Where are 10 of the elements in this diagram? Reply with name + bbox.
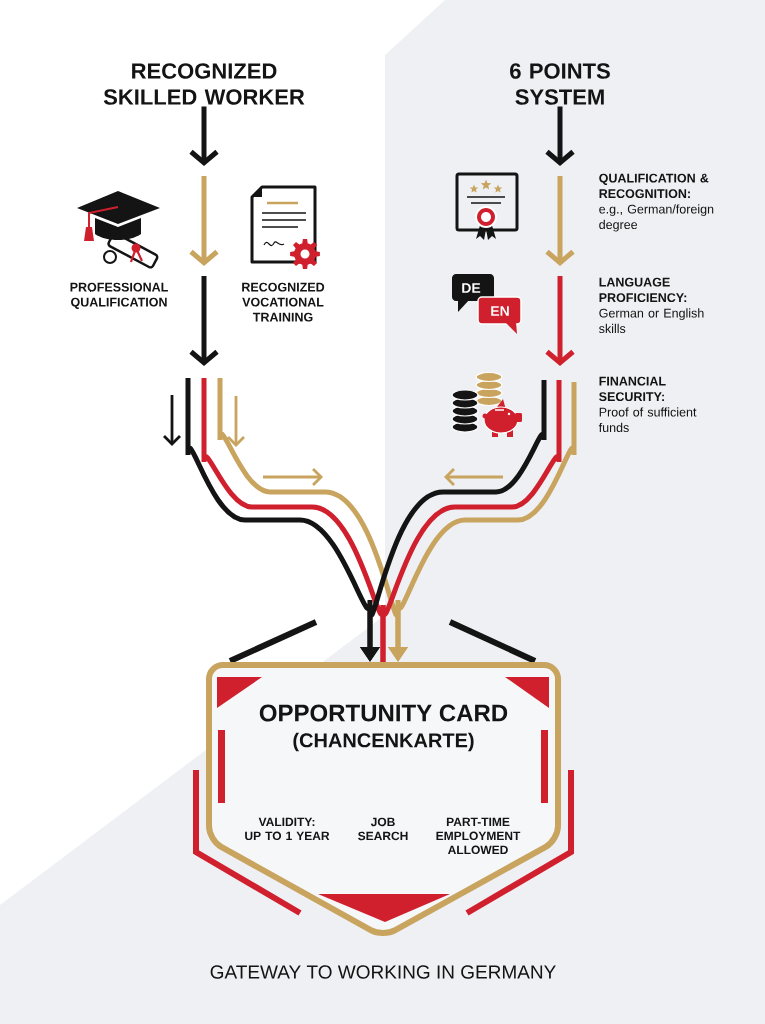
heading: RECOGNIZED SKILLED WORKER xyxy=(103,63,305,105)
detail-text: LANGUAGE PROFICIENCY: German or English skills xyxy=(599,277,704,334)
arrow xyxy=(545,106,575,166)
heading: 6 POINTS SYSTEM xyxy=(510,63,610,105)
arrow xyxy=(189,106,219,166)
caption: GATEWAY TO WORKING IN GERMANY xyxy=(210,965,556,979)
detail-text: QUALIFICATION & RECOGNITION: e.g., German/foreign degree xyxy=(599,173,714,232)
item-label: RECOGNIZED VOCATIONAL TRAINING xyxy=(242,282,325,322)
item-label: PROFESSIONAL QUALIFICATION xyxy=(70,282,168,309)
detail-text: FINANCIAL SECURITY: Proof of sufficient funds xyxy=(598,376,697,433)
